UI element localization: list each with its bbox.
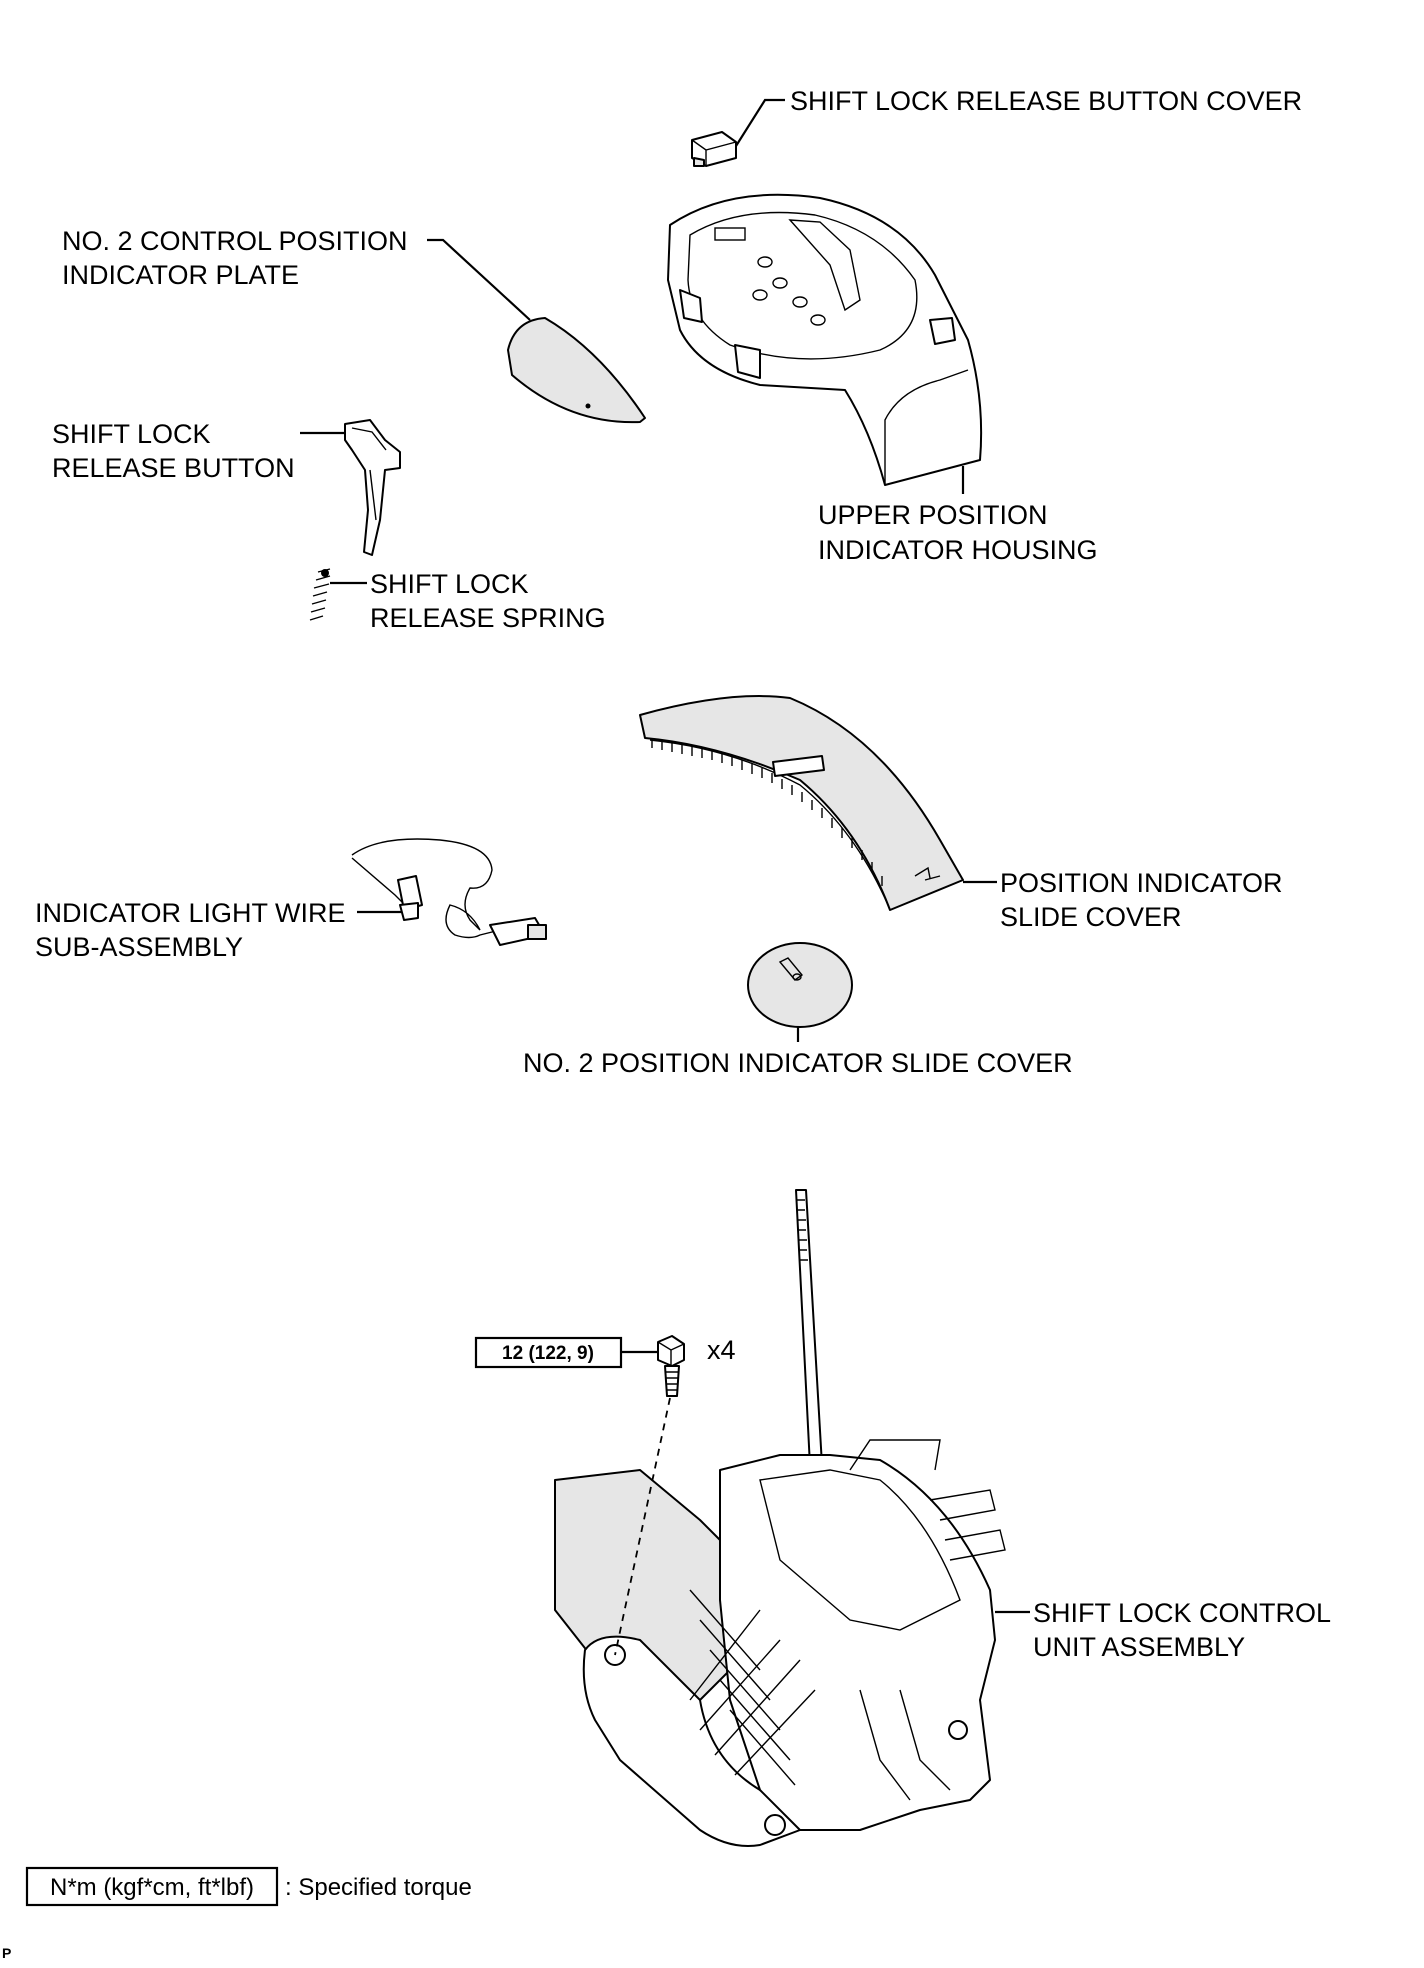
torque-value: 12 (122, 9)	[502, 1343, 594, 1364]
label-shift-lock-control-unit-2: UNIT ASSEMBLY	[1033, 1632, 1245, 1662]
legend-box	[25, 1866, 279, 1907]
label-shift-lock-release-button-1: SHIFT LOCK	[52, 419, 211, 449]
bolt-quantity: x4	[707, 1335, 736, 1365]
no2-position-indicator-slide-cover-part	[747, 942, 853, 1028]
bolt-part	[657, 1335, 685, 1397]
shift-lock-control-unit-part	[554, 1189, 1006, 1847]
legend-description: : Specified torque	[285, 1874, 472, 1901]
shift-lock-release-button-cover-part	[691, 131, 737, 167]
no2-control-position-indicator-plate-part	[507, 317, 646, 424]
torque-box	[474, 1336, 623, 1369]
indicator-light-wire-part	[351, 838, 547, 946]
legend-box-text: N*m (kgf*cm, ft*lbf)	[50, 1874, 254, 1901]
label-no2-control-position-indicator-plate-2: INDICATOR PLATE	[62, 260, 299, 290]
label-no2-control-position-indicator-plate-1: NO. 2 CONTROL POSITION	[62, 226, 408, 256]
leader-button-cover	[735, 98, 785, 147]
label-shift-lock-release-spring-1: SHIFT LOCK	[370, 569, 529, 599]
label-indicator-light-wire-1: INDICATOR LIGHT WIRE	[35, 898, 346, 928]
label-shift-lock-release-spring-2: RELEASE SPRING	[370, 603, 606, 633]
label-shift-lock-release-button-cover: SHIFT LOCK RELEASE BUTTON COVER	[790, 86, 1302, 116]
label-shift-lock-control-unit-1: SHIFT LOCK CONTROL	[1033, 1598, 1331, 1628]
leader-indicator-plate	[427, 238, 531, 321]
label-position-indicator-slide-cover-1: POSITION INDICATOR	[1000, 868, 1283, 898]
label-position-indicator-slide-cover-2: SLIDE COVER	[1000, 902, 1182, 932]
label-upper-position-indicator-housing-2: INDICATOR HOUSING	[818, 535, 1098, 565]
label-indicator-light-wire-2: SUB-ASSEMBLY	[35, 932, 243, 962]
label-shift-lock-release-button-2: RELEASE BUTTON	[52, 453, 295, 483]
shift-lock-release-spring-part	[309, 568, 331, 621]
upper-position-indicator-housing-part	[667, 193, 983, 486]
label-no2-position-indicator-slide-cover: NO. 2 POSITION INDICATOR SLIDE COVER	[523, 1048, 1073, 1078]
label-upper-position-indicator-housing-1: UPPER POSITION	[818, 500, 1048, 530]
corner-mark: P	[2, 1945, 11, 1961]
position-indicator-slide-cover-part	[639, 695, 964, 911]
bolt-install-path	[614, 1397, 671, 1656]
shift-lock-release-button-part	[344, 419, 401, 556]
